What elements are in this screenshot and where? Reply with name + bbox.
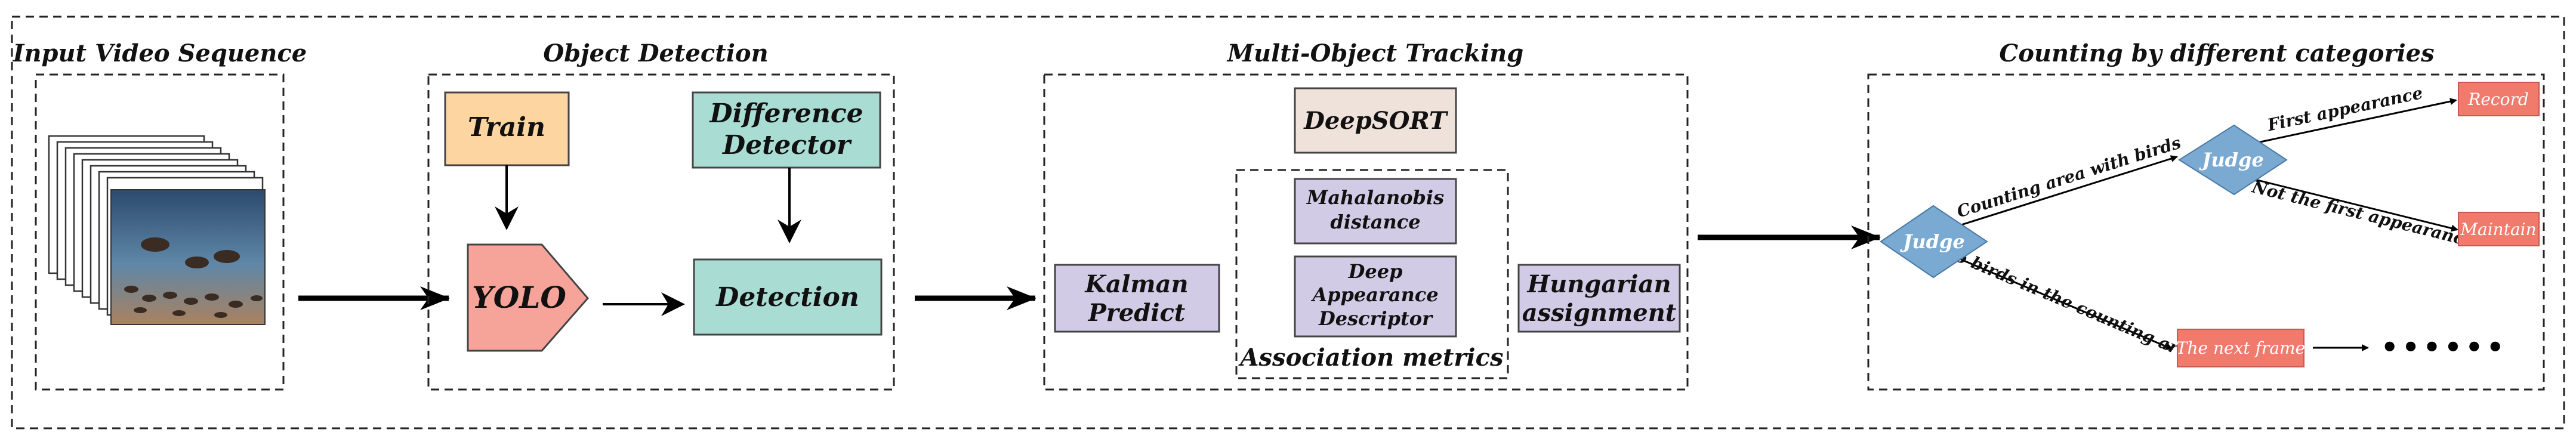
difference-detector-box: Difference Detector (692, 91, 881, 169)
kalman-label-line1: Kalman (1084, 270, 1188, 298)
section-title-detection: Object Detection (543, 39, 768, 67)
next-frame-label: The next frame (2176, 338, 2305, 358)
association-metrics-label: Association metrics (1238, 344, 1504, 372)
difference-label-line2: Detector (721, 130, 852, 160)
kalman-predict-box: Kalman Predict (1054, 264, 1220, 333)
edge-judge1-to-next-frame (1951, 254, 2173, 350)
yolo-shape: YOLO (467, 243, 589, 352)
deep-appearance-descriptor-box: Deep Appearance Descriptor (1294, 255, 1457, 338)
hungarian-assignment-box: Hungarian assignment (1517, 264, 1681, 333)
mahalanobis-label-line1: Mahalanobis (1306, 186, 1444, 209)
section-title-tracking: Multi-Object Tracking (1226, 39, 1523, 67)
record-box: Record (2458, 82, 2540, 116)
edge-label-first: First appearance (2265, 83, 2424, 135)
input-panel (35, 73, 285, 391)
judge1-label: Judge (1899, 230, 1965, 253)
difference-label-line1: Difference (708, 98, 863, 129)
tracking-panel (1043, 73, 1689, 391)
judge2-label: Judge (2198, 149, 2264, 171)
edge-judge2-to-maintain (2240, 175, 2458, 232)
yolo-label: YOLO (472, 280, 566, 315)
edge-label-counting-area: Counting area with birds (1954, 132, 2183, 221)
ellipsis-dots: •••••• (2381, 331, 2507, 363)
mahalanobis-box: Mahalanobis distance (1294, 178, 1457, 245)
edge-judge1-to-judge2 (1955, 155, 2178, 228)
deep-label-line2: Appearance (1310, 283, 1438, 306)
maintain-box: Maintain (2458, 212, 2540, 246)
deepsort-label: DeepSORT (1303, 107, 1449, 135)
association-metrics-group (1235, 169, 1509, 379)
detection-panel (427, 73, 895, 391)
mahalanobis-label-line2: distance (1330, 211, 1420, 233)
detection-label: Detection (715, 282, 859, 313)
edge-judge2-to-record (2240, 98, 2457, 147)
judge-diamond-2: Judge (2178, 124, 2288, 196)
deepsort-box: DeepSORT (1294, 87, 1457, 154)
section-title-input: Input Video Sequence (13, 39, 307, 67)
kalman-label-line2: Predict (1088, 299, 1186, 327)
hungarian-label-line2: assignment (1522, 299, 1677, 327)
detection-box: Detection (693, 258, 883, 336)
section-title-counting: Counting by different categories (1999, 39, 2434, 67)
deep-label-line3: Descriptor (1318, 307, 1433, 330)
hungarian-label-line1: Hungarian (1526, 270, 1671, 298)
train-box: Train (444, 91, 570, 166)
video-frame-stack-icon (48, 135, 266, 325)
edge-label-no-birds: No birds in the counting area (1938, 240, 2201, 366)
counting-panel (1867, 73, 2545, 391)
record-label: Record (2467, 89, 2529, 109)
deep-label-line1: Deep (1348, 260, 1403, 283)
judge-diamond-1: Judge (1880, 205, 1988, 279)
train-label: Train (468, 112, 545, 143)
maintain-label: Maintain (2460, 220, 2536, 239)
next-frame-box: The next frame (2176, 329, 2305, 367)
edge-label-not-first: Not the first appearance (2250, 177, 2476, 251)
